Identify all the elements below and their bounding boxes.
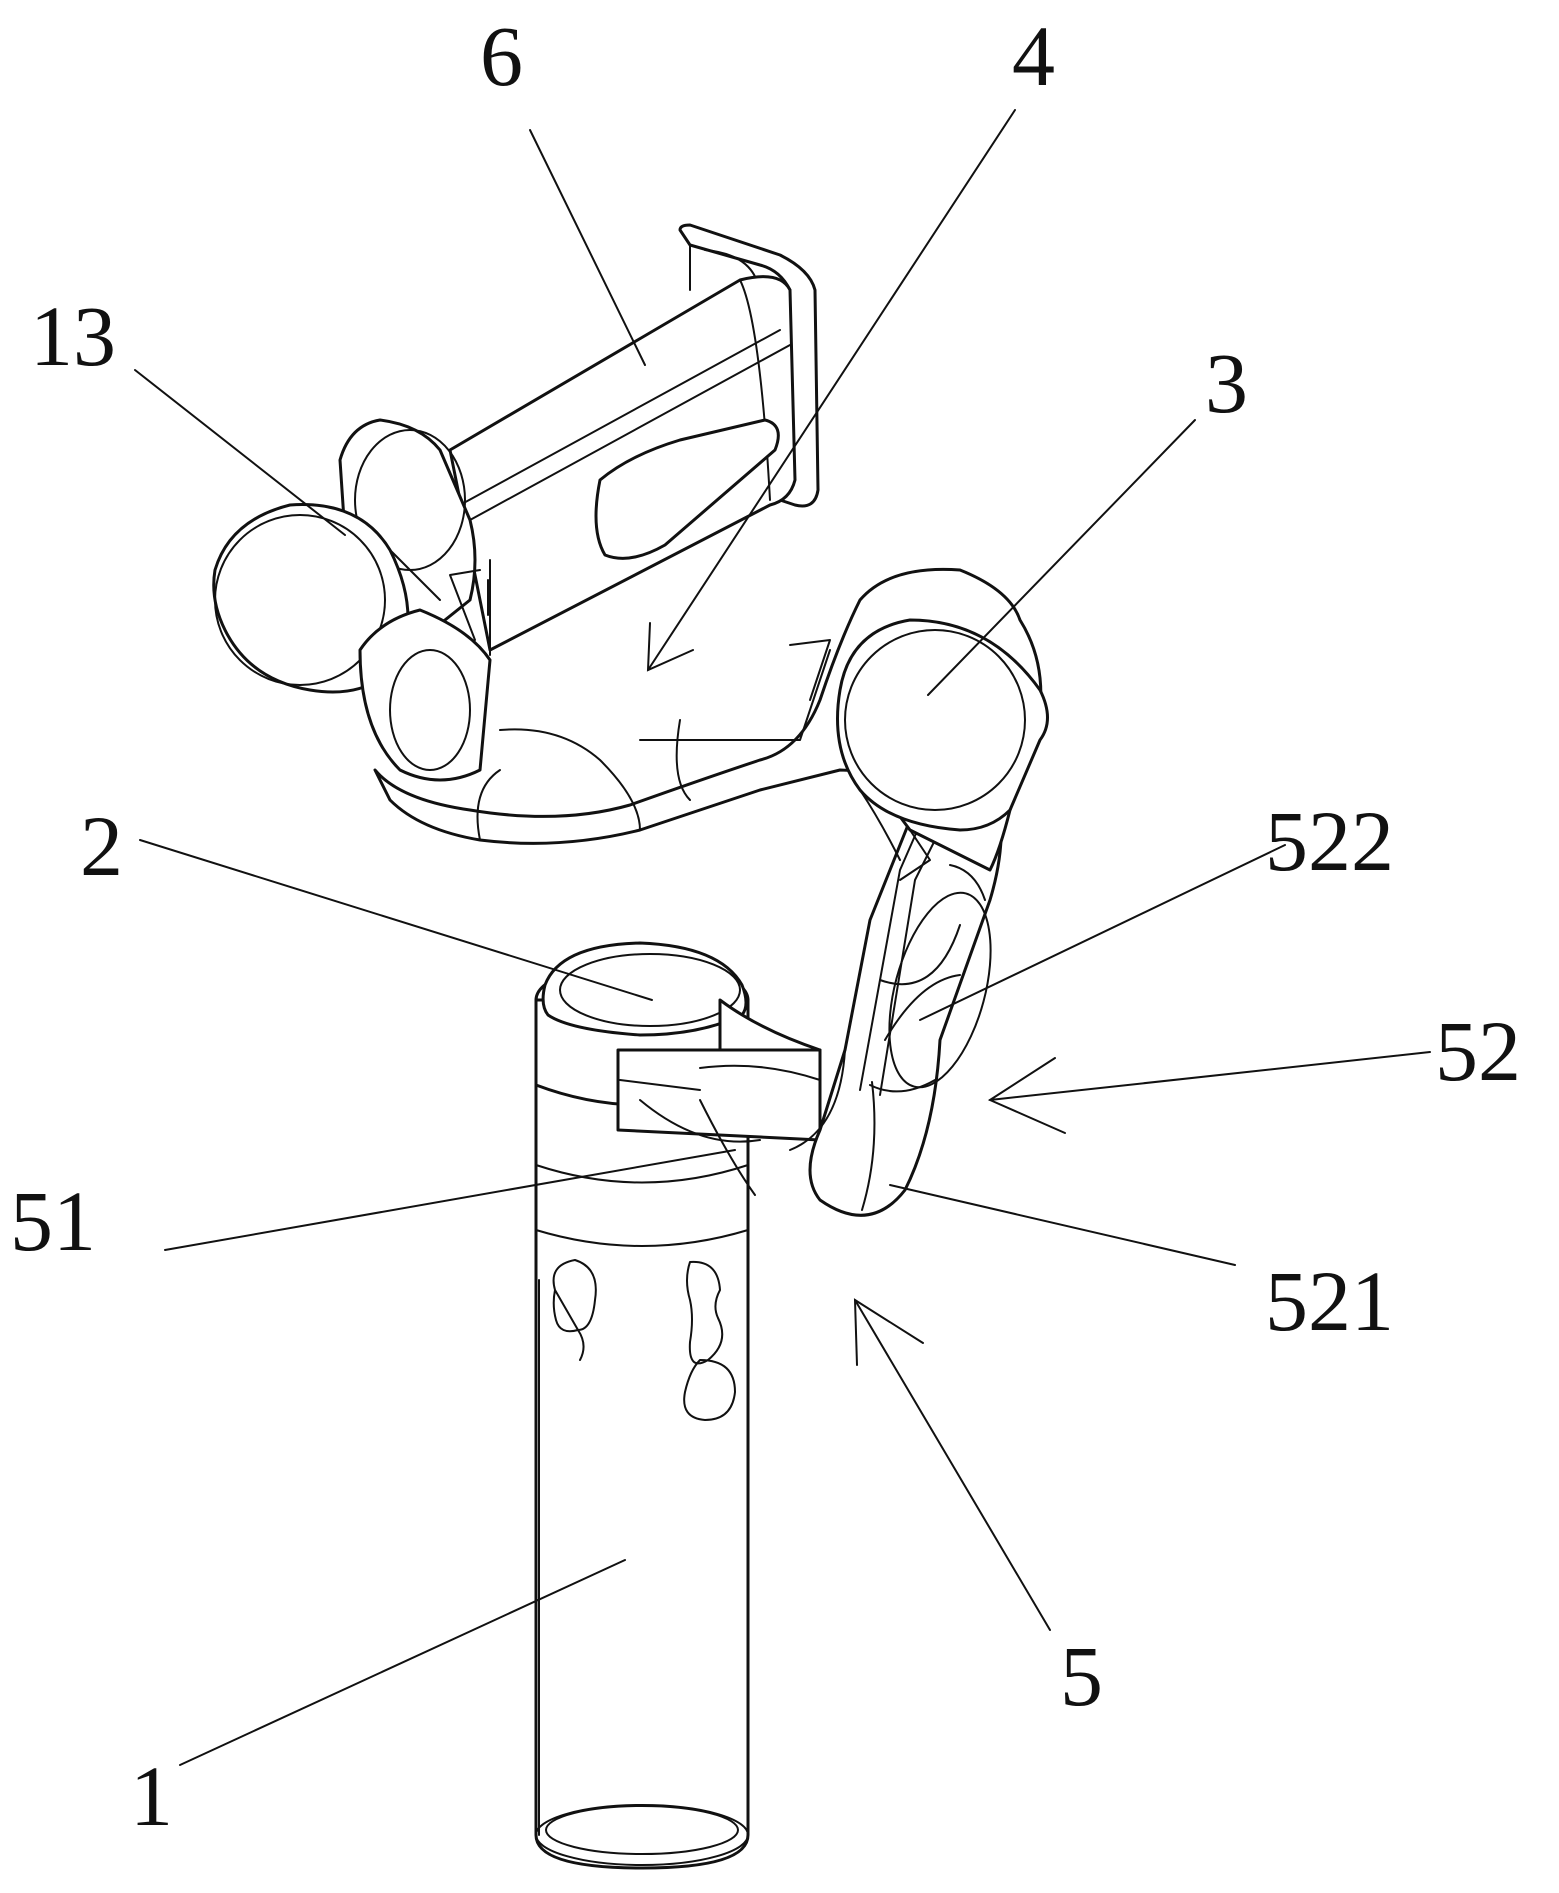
leader-52	[989, 1051, 1431, 1101]
l-shaped-arm-52	[789, 768, 1003, 1217]
handle	[534, 998, 750, 1870]
label-521: 521	[1265, 1253, 1394, 1349]
arrow-52-head	[987, 1057, 1066, 1134]
roll-arm-and-motor-3	[373, 567, 1049, 881]
leader-1	[179, 1559, 626, 1766]
label-1: 1	[130, 1748, 173, 1844]
leader-522	[919, 844, 1286, 1021]
leader-51	[164, 1149, 736, 1251]
label-4: 4	[1012, 8, 1055, 104]
reference-numerals: 6 4 13 3 2 522 52 51 521 1 5	[10, 8, 1521, 1844]
label-2: 2	[80, 798, 123, 894]
label-13: 13	[30, 288, 116, 384]
leader-521	[889, 1184, 1236, 1266]
leader-lines	[134, 109, 1431, 1766]
arrow-4-head	[646, 622, 694, 672]
label-51: 51	[10, 1173, 96, 1269]
label-52: 52	[1435, 1003, 1521, 1099]
label-5: 5	[1060, 1628, 1103, 1724]
leader-6	[529, 129, 646, 366]
label-3: 3	[1205, 335, 1248, 431]
leader-13	[134, 369, 346, 536]
arrow-5-head	[853, 1298, 924, 1366]
label-522: 522	[1265, 793, 1394, 889]
leader-2	[139, 839, 653, 1001]
leader-3	[927, 419, 1196, 696]
leader-5	[854, 1299, 1051, 1631]
tilt-motor-13-and-phone-clamp-6	[212, 223, 820, 782]
label-6: 6	[480, 8, 523, 104]
leader-4	[647, 109, 1016, 671]
